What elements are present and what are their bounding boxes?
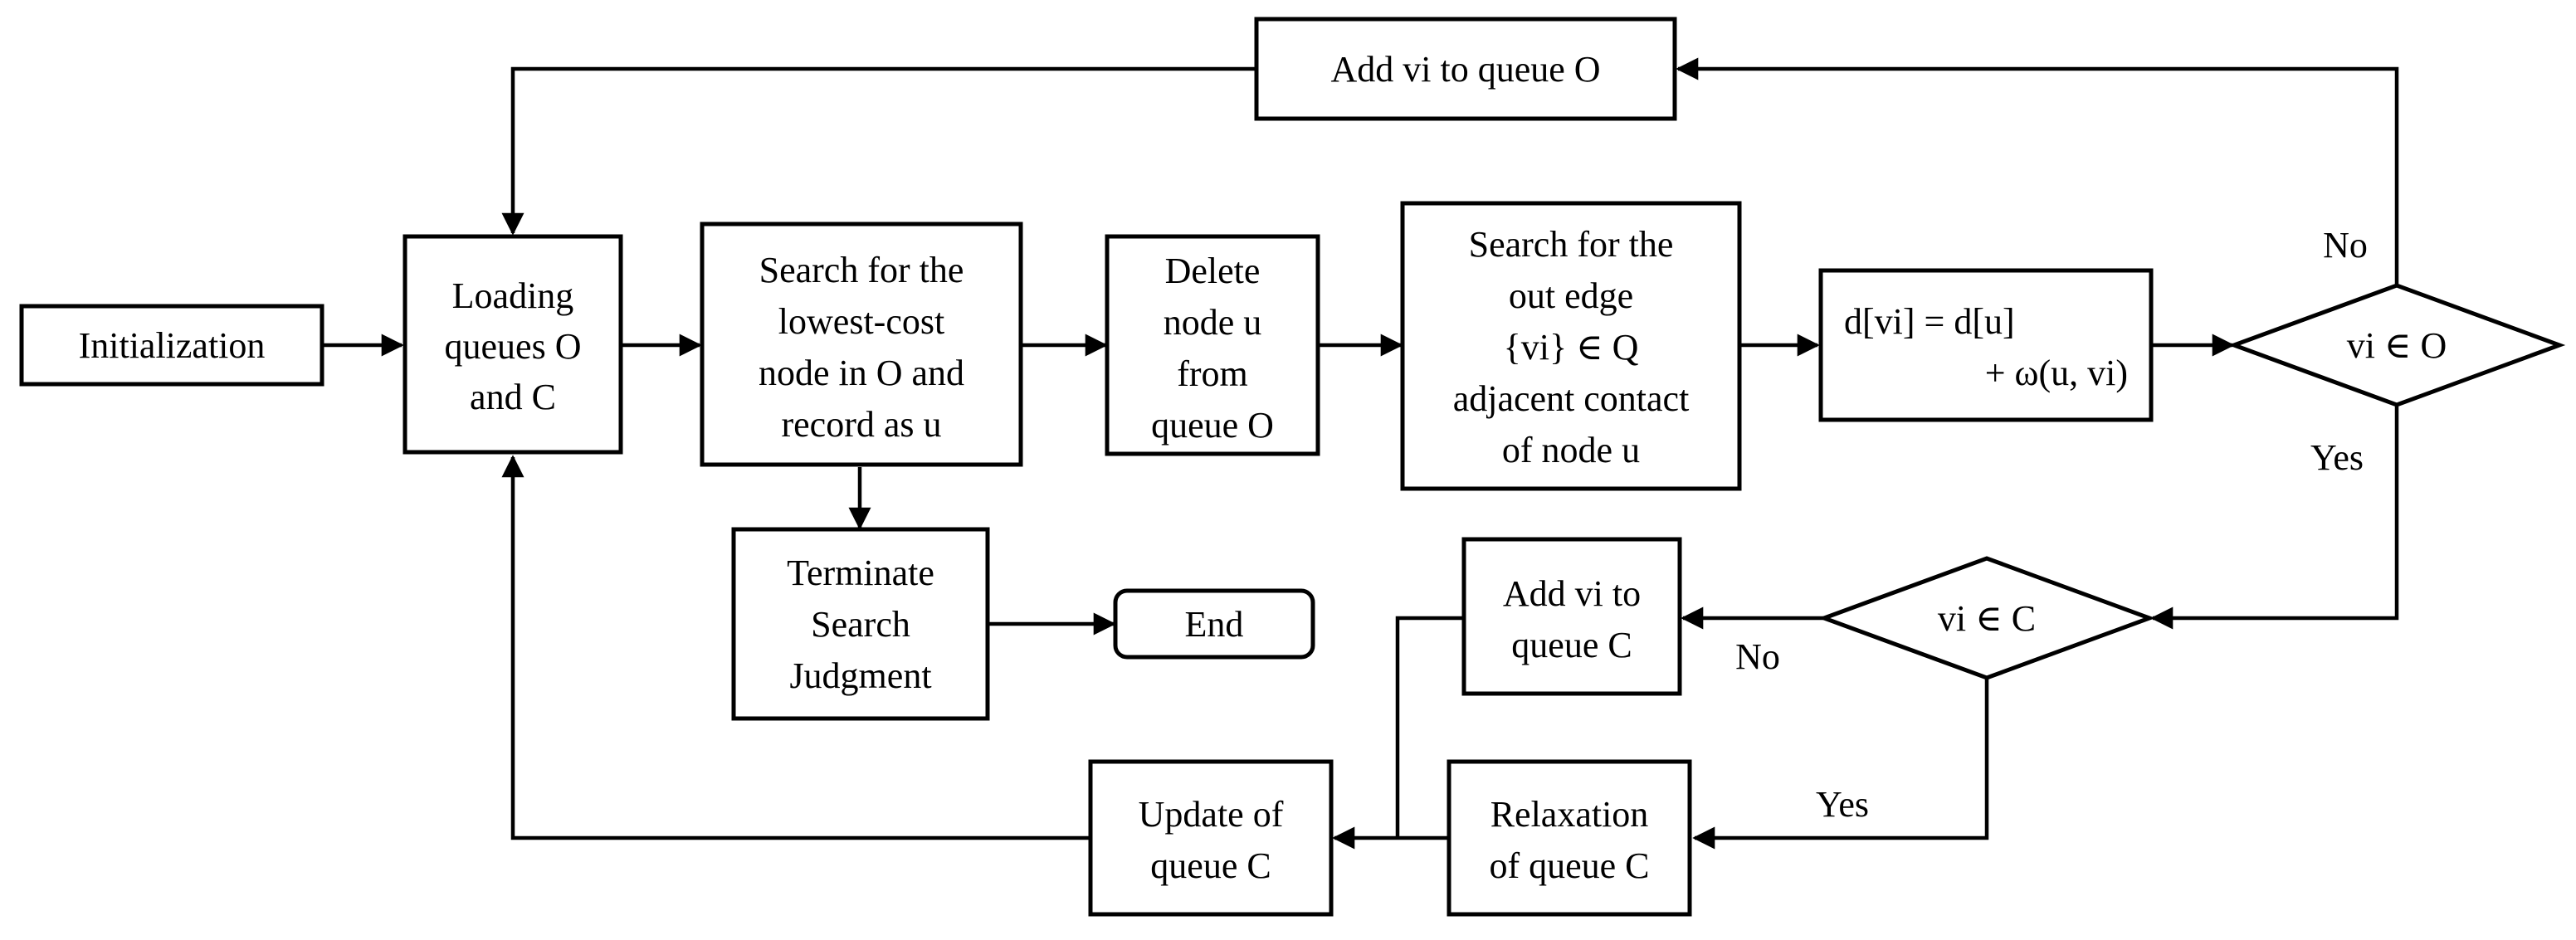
update-c-line-1: Update of	[1139, 794, 1284, 835]
edge-label-o-no: No	[2323, 225, 2368, 265]
initialization-label: Initialization	[79, 325, 266, 366]
edge-label-c-yes: Yes	[1816, 784, 1869, 825]
relaxation-box: Relaxation of queue C	[1447, 759, 1692, 917]
search-lowest-cost-box: Search for the lowest-cost node in O and…	[700, 222, 1023, 467]
edge-update-to-loading	[501, 455, 1090, 840]
add-to-c-line-1: Add vi to	[1503, 573, 1641, 614]
search-lowest-line-4: record as u	[781, 404, 941, 445]
add-to-o-box: Add vi to queue O	[1254, 17, 1677, 121]
update-c-line-2: queue C	[1150, 845, 1271, 886]
edge-decision-o-yes-to-decision-c	[2150, 407, 2399, 630]
update-c-box: Update of queue C	[1088, 759, 1334, 917]
add-to-c-line-2: queue C	[1511, 625, 1632, 665]
delete-node-line-1: Delete	[1165, 251, 1261, 291]
terminate-line-2: Search	[811, 604, 910, 645]
loading-queues-box: Loading queues O and C	[402, 234, 623, 455]
decision-in-c-label: vi ∈ C	[1938, 598, 2036, 639]
edge-label-o-yes: Yes	[2310, 437, 2364, 478]
end-terminal: End	[1113, 588, 1315, 660]
decision-in-o-label: vi ∈ O	[2347, 325, 2447, 366]
decision-in-c-diamond: vi ∈ C	[1817, 556, 2156, 680]
edge-add-o-to-loading	[501, 66, 1255, 236]
distance-update-line-2: + ω(u, vi)	[1985, 353, 2128, 393]
loading-queues-line-1: Loading	[452, 275, 574, 316]
terminate-line-1: Terminate	[787, 553, 934, 593]
distance-update-box: d[vi] = d[u] + ω(u, vi)	[1818, 268, 2154, 422]
delete-node-line-2: node u	[1164, 302, 1262, 343]
loading-queues-line-3: and C	[470, 377, 556, 417]
edges	[322, 57, 2399, 850]
decision-in-o-diamond: vi ∈ O	[2227, 283, 2566, 407]
add-to-o-label: Add vi to queue O	[1330, 49, 1600, 90]
search-out-edge-box: Search for the out edge {vi} ∈ Q adjacen…	[1400, 201, 1742, 491]
edge-decision-o-no-to-add-o	[1676, 57, 2399, 284]
edge-decision-c-yes-to-relaxation	[1692, 679, 1989, 850]
search-lowest-line-2: lowest-cost	[778, 301, 944, 342]
initialization-box: Initialization	[19, 304, 324, 387]
delete-node-box: Delete node u from queue O	[1105, 234, 1320, 456]
edge-label-c-no: No	[1735, 636, 1780, 677]
edge-add-c-to-update-join	[1395, 616, 1464, 838]
search-lowest-line-3: node in O and	[759, 353, 964, 393]
loading-queues-line-2: queues O	[445, 326, 582, 367]
search-lowest-line-1: Search for the	[759, 250, 964, 290]
relaxation-line-2: of queue C	[1489, 845, 1649, 886]
out-edge-line-2: out edge	[1509, 275, 1633, 316]
terminate-line-3: Judgment	[789, 655, 931, 696]
delete-node-line-3: from	[1177, 353, 1248, 394]
out-edge-line-3: {vi} ∈ Q	[1504, 327, 1639, 368]
terminate-box: Terminate Search Judgment	[731, 527, 990, 721]
relaxation-line-1: Relaxation	[1490, 794, 1649, 835]
out-edge-line-1: Search for the	[1469, 224, 1674, 265]
end-label: End	[1185, 604, 1244, 645]
add-to-c-box: Add vi to queue C	[1461, 537, 1682, 696]
out-edge-line-4: adjacent contact	[1453, 378, 1690, 419]
out-edge-line-5: of node u	[1502, 430, 1640, 470]
distance-update-line-1: d[vi] = d[u]	[1844, 301, 2015, 342]
delete-node-line-4: queue O	[1151, 405, 1274, 446]
